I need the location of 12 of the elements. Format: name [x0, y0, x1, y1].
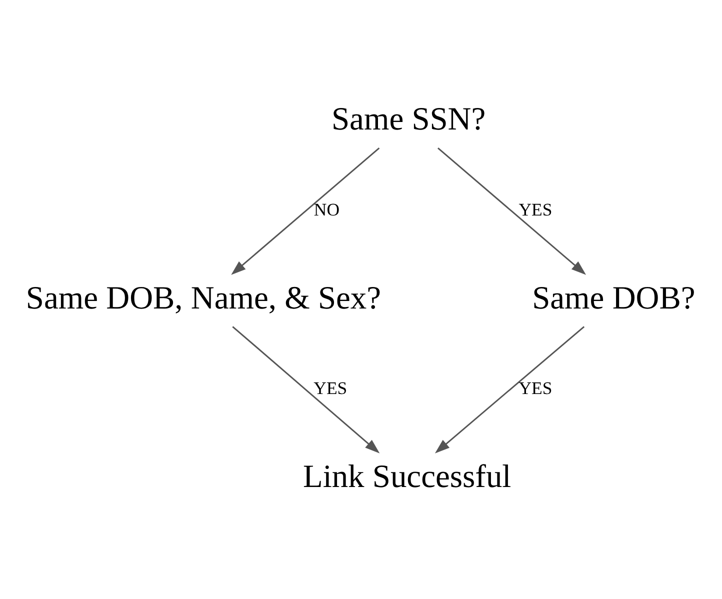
node-text: Link Successful [303, 458, 512, 494]
node-text: Same DOB, Name, & Sex? [26, 280, 382, 316]
edge-label: YES [518, 377, 552, 398]
node-text: Same SSN? [332, 101, 486, 138]
edge-label: YES [518, 198, 552, 219]
arrow [232, 326, 380, 453]
arrow [434, 326, 585, 453]
node-text: Same DOB? [532, 280, 696, 316]
edge-label: NO [314, 198, 340, 219]
edge-label: YES [314, 377, 348, 398]
arrow [438, 147, 586, 274]
arrow [231, 147, 380, 274]
